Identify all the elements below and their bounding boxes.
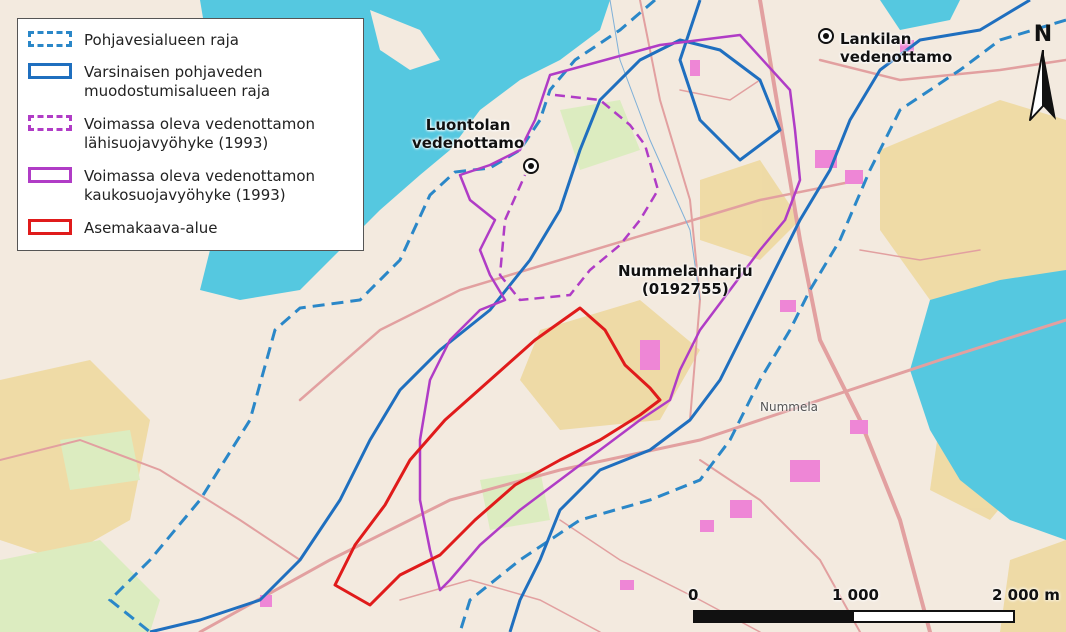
legend-item-groundwater-area: Pohjavesialueen raja — [28, 31, 239, 50]
swatch-dashed-blue — [28, 31, 72, 47]
north-arrow: N — [1026, 22, 1060, 122]
meadow-areas — [0, 100, 640, 632]
stream — [609, 0, 701, 301]
outer-protection-zone — [418, 33, 802, 592]
zoning-plan-area — [333, 306, 662, 607]
inner-protection-zone — [498, 93, 660, 302]
legend-label: Voimassa oleva vedenottamon kaukosuojavy… — [84, 167, 316, 204]
legend-item-formation-area: Varsinaisen pohjaveden muodostumisalueen… — [28, 63, 270, 101]
north-arrow-icon — [1029, 50, 1056, 121]
legend-label: Asemakaava-alue — [84, 219, 218, 237]
legend-item-outer-zone: Voimassa oleva vedenottamon kaukosuojavy… — [28, 167, 315, 205]
legend-item-inner-zone: Voimassa oleva vedenottamon lähisuojavyö… — [28, 115, 315, 153]
swatch-dashed-purple — [28, 115, 72, 131]
north-letter: N — [1033, 22, 1053, 47]
lake-east — [910, 270, 1066, 540]
label-lankila-water-intake: Lankilan vedenottamo — [840, 30, 953, 66]
forest-areas — [0, 100, 1066, 632]
label-nummela: Nummela — [760, 400, 819, 414]
swatch-solid-purple — [28, 167, 72, 183]
swatch-solid-blue — [28, 63, 72, 79]
water-intake-marker-icon[interactable] — [818, 28, 834, 44]
groundwater-formation-boundary — [149, 0, 1031, 632]
scale-label-2000: 2 000 m — [992, 586, 1060, 604]
scale-label-0: 0 — [688, 586, 699, 604]
lake-north — [880, 0, 960, 30]
label-luontola-water-intake: Luontolan vedenottamo — [412, 116, 525, 152]
groundwater-area-boundary — [107, 0, 1066, 632]
legend-label: Voimassa oleva vedenottamon lähisuojavyö… — [84, 115, 316, 152]
legend-label: Varsinaisen pohjaveden muodostumisalueen… — [84, 63, 271, 100]
scale-bar — [693, 610, 1015, 623]
scale-bar-segment — [695, 612, 854, 621]
legend-label: Pohjavesialueen raja — [84, 31, 239, 49]
scale-label-1000: 1 000 — [832, 586, 879, 604]
legend-item-zoning-area: Asemakaava-alue — [28, 219, 218, 238]
water-intake-marker-icon[interactable] — [523, 158, 539, 174]
buildings — [260, 40, 914, 607]
swatch-solid-red — [28, 219, 72, 235]
label-nummelanharju: Nummelanharju (0192755) — [618, 262, 753, 298]
map-legend: Pohjavesialueen raja Varsinaisen pohjave… — [17, 18, 364, 251]
